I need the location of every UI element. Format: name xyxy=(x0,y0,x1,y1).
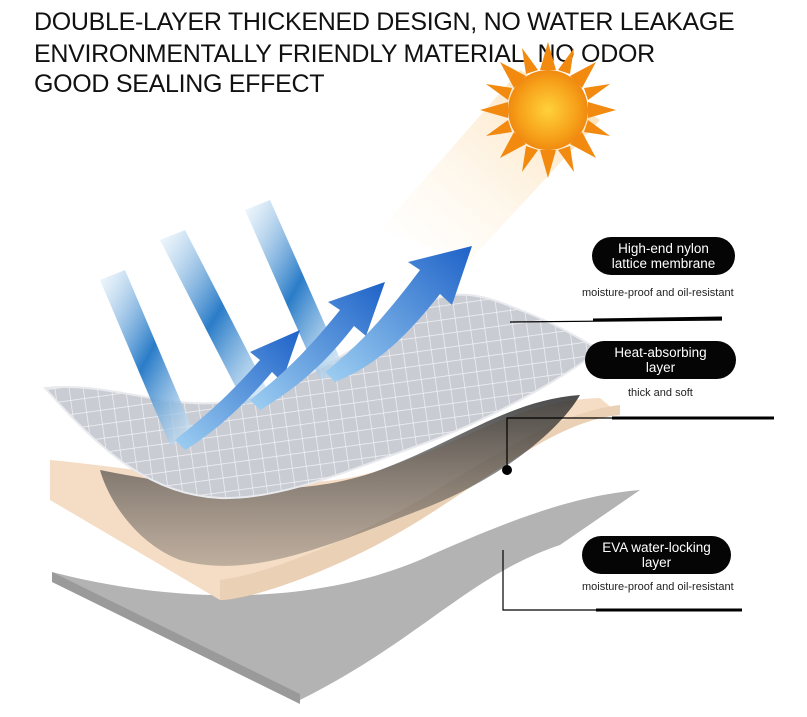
sun-icon xyxy=(480,42,616,178)
heat-layer-caption: thick and soft xyxy=(628,387,693,399)
eva-layer-caption: moisture-proof and oil-resistant xyxy=(582,581,734,593)
headline-1: DOUBLE-LAYER THICKENED DESIGN, NO WATER … xyxy=(34,8,735,36)
membrane-caption: moisture-proof and oil-resistant xyxy=(582,287,734,299)
reflected-arrows xyxy=(175,246,472,450)
connector-dot xyxy=(502,465,512,475)
connector-lines xyxy=(502,316,774,612)
headline-3: GOOD SEALING EFFECT xyxy=(34,70,325,98)
eva-layer-label: EVA water-locking layer xyxy=(582,536,731,574)
membrane-label: High-end nylon lattice membrane xyxy=(592,237,735,275)
heat-layer-label: Heat-absorbing layer xyxy=(585,341,736,379)
foam-shadow xyxy=(100,395,580,566)
